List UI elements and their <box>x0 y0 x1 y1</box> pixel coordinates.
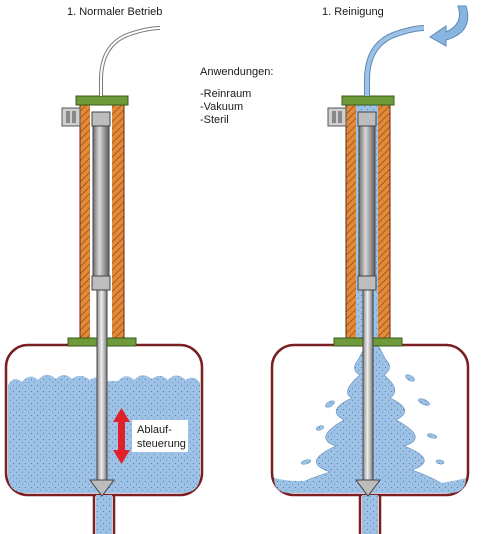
connector-left <box>61 107 81 127</box>
rod-left <box>96 289 108 481</box>
cable-left <box>99 26 161 96</box>
nozzle-right <box>355 479 381 497</box>
inflow-arrow <box>429 5 469 47</box>
panel-right-title: 1. Reinigung <box>322 6 384 18</box>
outlet-pipe-right <box>358 495 382 534</box>
applications-heading: Anwendungen: <box>200 66 273 78</box>
top-flange-right <box>341 95 395 106</box>
rod-right <box>362 289 374 481</box>
flow-control-label-line2: steuerung <box>137 438 186 450</box>
inflow-tube <box>364 25 425 96</box>
application-item: -Vakuum <box>200 101 243 113</box>
spray-droplets <box>300 374 445 465</box>
applications-list: Anwendungen: -Reinraum -Vakuum -Steril <box>200 66 273 126</box>
red-double-arrow <box>113 408 130 464</box>
flow-control-label-line1: Ablauf- <box>137 424 172 436</box>
connector-right <box>327 107 347 127</box>
panel-cleaning: 1. Reinigung <box>270 5 470 534</box>
outlet-pipe-left <box>92 495 116 534</box>
cylinder-right <box>358 111 376 283</box>
cylinder-left <box>92 111 110 283</box>
top-flange-left <box>75 95 129 106</box>
panel-normal-operation: Ablauf- steuerung 1. Normaler Betrieb <box>4 6 204 534</box>
application-item: -Steril <box>200 114 229 126</box>
nozzle-left <box>89 479 115 497</box>
application-item: -Reinraum <box>200 88 251 100</box>
panel-left-title: 1. Normaler Betrieb <box>67 6 162 18</box>
